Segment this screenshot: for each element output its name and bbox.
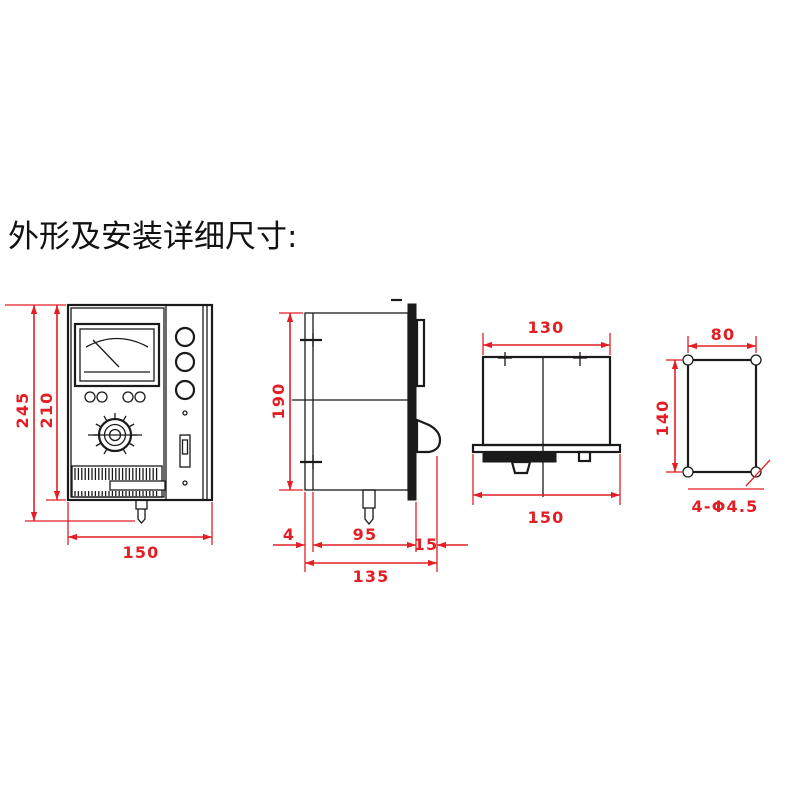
dimension-label-overall-height: 245 — [13, 392, 32, 429]
panel-screw — [182, 410, 188, 416]
knob-scale-tick — [95, 423, 101, 428]
meter-needle — [92, 339, 120, 368]
side-meter-boss — [415, 318, 426, 388]
knob-scale-tick — [103, 449, 108, 455]
dimension-label-back-offset: 4 — [283, 525, 295, 544]
knob-scale-tick — [95, 442, 101, 447]
terminal-bar — [109, 480, 166, 491]
indicator-light — [96, 391, 108, 403]
page-title: 外形及安装详细尺寸: — [8, 219, 297, 255]
meter-scale-arc — [85, 337, 149, 348]
heatsink-fins — [74, 468, 158, 496]
side-cable-stem — [364, 508, 374, 526]
panel-lamp — [174, 379, 196, 401]
dimension-label-body-depth: 95 — [353, 525, 378, 544]
side-front-plate — [407, 303, 417, 501]
dimension-label-width: 150 — [123, 543, 160, 562]
mounting-hole — [682, 466, 694, 478]
indicator-light — [122, 391, 134, 403]
panel-lamp — [174, 326, 196, 348]
dimension-label-width: 150 — [528, 508, 565, 527]
dimension-label-spacing-y: 140 — [653, 400, 672, 437]
panel-screw — [182, 480, 188, 486]
indicator-light — [134, 391, 146, 403]
meter-window — [73, 322, 161, 388]
mounting-hole-dimensions: 80 140 4-Φ4.5 — [653, 325, 771, 516]
mounting-hole — [750, 354, 762, 366]
side-view — [292, 298, 442, 526]
panel-lamp — [174, 351, 196, 373]
cable-stem — [137, 509, 146, 524]
bottom-cable-gland — [577, 450, 592, 463]
mounting-outline — [686, 358, 758, 474]
side-view-dimensions: 190 4 95 15 135 — [269, 312, 468, 586]
dimension-label-body-height: 210 — [37, 392, 56, 429]
dimension-label-front-depth: 15 — [414, 535, 439, 554]
side-knob — [415, 418, 442, 454]
hole-leader-line — [745, 459, 771, 487]
bottom-view — [471, 352, 622, 497]
cable-gland — [135, 499, 148, 510]
mounting-hole — [750, 466, 762, 478]
knob-scale-tick — [122, 449, 127, 455]
dimension-label-height: 190 — [269, 383, 288, 420]
hole-callout: 4-Φ4.5 — [692, 497, 759, 516]
meter-face — [79, 328, 155, 382]
dimension-label-total-depth: 135 — [353, 567, 390, 586]
side-cable-gland — [362, 489, 376, 509]
front-view — [66, 303, 214, 524]
indicator-light — [84, 391, 96, 403]
bottom-base-plate — [471, 443, 622, 454]
power-switch-lever — [181, 439, 189, 455]
dimension-label-spacing-x: 80 — [711, 325, 736, 344]
knob-scale-tick — [129, 423, 135, 428]
power-switch — [179, 434, 191, 468]
knob-scale-tick — [103, 415, 108, 421]
bottom-view-dimensions: 130 150 — [472, 318, 621, 527]
knob-scale-tick — [122, 415, 127, 421]
dimension-label-mount-spacing: 130 — [528, 318, 565, 337]
front-view-dimensions: 245 210 150 — [5, 304, 213, 562]
bottom-front-panel — [482, 451, 557, 463]
bottom-knob — [510, 460, 532, 475]
mounting-hole — [682, 354, 694, 366]
bottom-housing — [481, 355, 612, 447]
mounting-hole-view — [682, 354, 762, 478]
knob-scale-tick — [129, 442, 135, 447]
